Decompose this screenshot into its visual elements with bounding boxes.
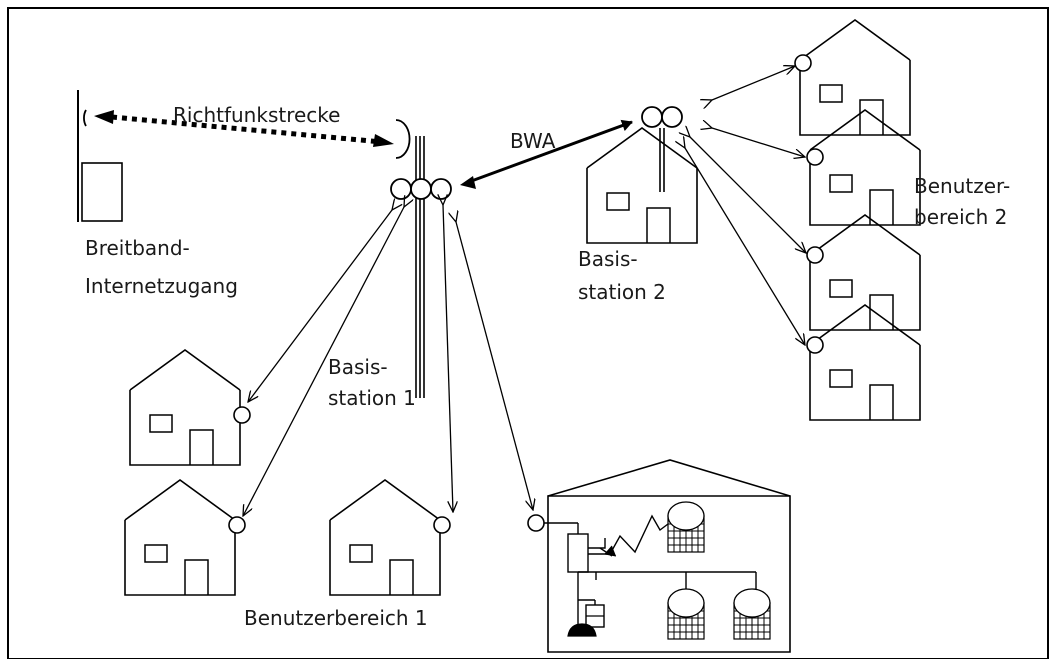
- label-benutzer2-1: Benutzer-: [914, 174, 1010, 198]
- base-station-1: [390, 119, 452, 398]
- label-breitband-2: Internetzugang: [85, 274, 238, 298]
- label-richtfunkstrecke: Richtfunkstrecke: [173, 103, 340, 127]
- label-benutzerbereich-1: Benutzerbereich 1: [244, 606, 428, 630]
- house-area1-2: [124, 479, 246, 596]
- directional-radio-link: [94, 110, 394, 147]
- label-basis1-2: station 1: [328, 386, 416, 410]
- internet-access-tower: [77, 90, 123, 222]
- diagram-frame: [7, 7, 1049, 659]
- house-area2-3: [806, 214, 921, 331]
- links-area-1: [243, 205, 533, 516]
- bwa-link-arrowhead: [460, 176, 476, 189]
- label-basis2-1: Basis-: [578, 247, 638, 271]
- base-station-2: [586, 106, 698, 244]
- house-area2-2: [806, 109, 921, 226]
- computer-2: [667, 588, 705, 640]
- label-breitband-1: Breitband-: [85, 236, 190, 260]
- label-bwa: BWA: [510, 129, 556, 153]
- computer-1: [667, 501, 705, 553]
- office-building: [527, 459, 791, 653]
- house-area2-1: [794, 19, 911, 136]
- computer-3: [733, 588, 771, 640]
- house-area1-1: [129, 349, 251, 466]
- label-basis1-1: Basis-: [328, 355, 388, 379]
- links-area-2: [685, 66, 806, 345]
- label-basis2-2: station 2: [578, 280, 666, 304]
- bwa-link-arrow: [465, 119, 633, 185]
- label-benutzer2-2: bereich 2: [914, 205, 1007, 229]
- house-area2-4: [806, 304, 921, 421]
- house-area1-3: [329, 479, 451, 596]
